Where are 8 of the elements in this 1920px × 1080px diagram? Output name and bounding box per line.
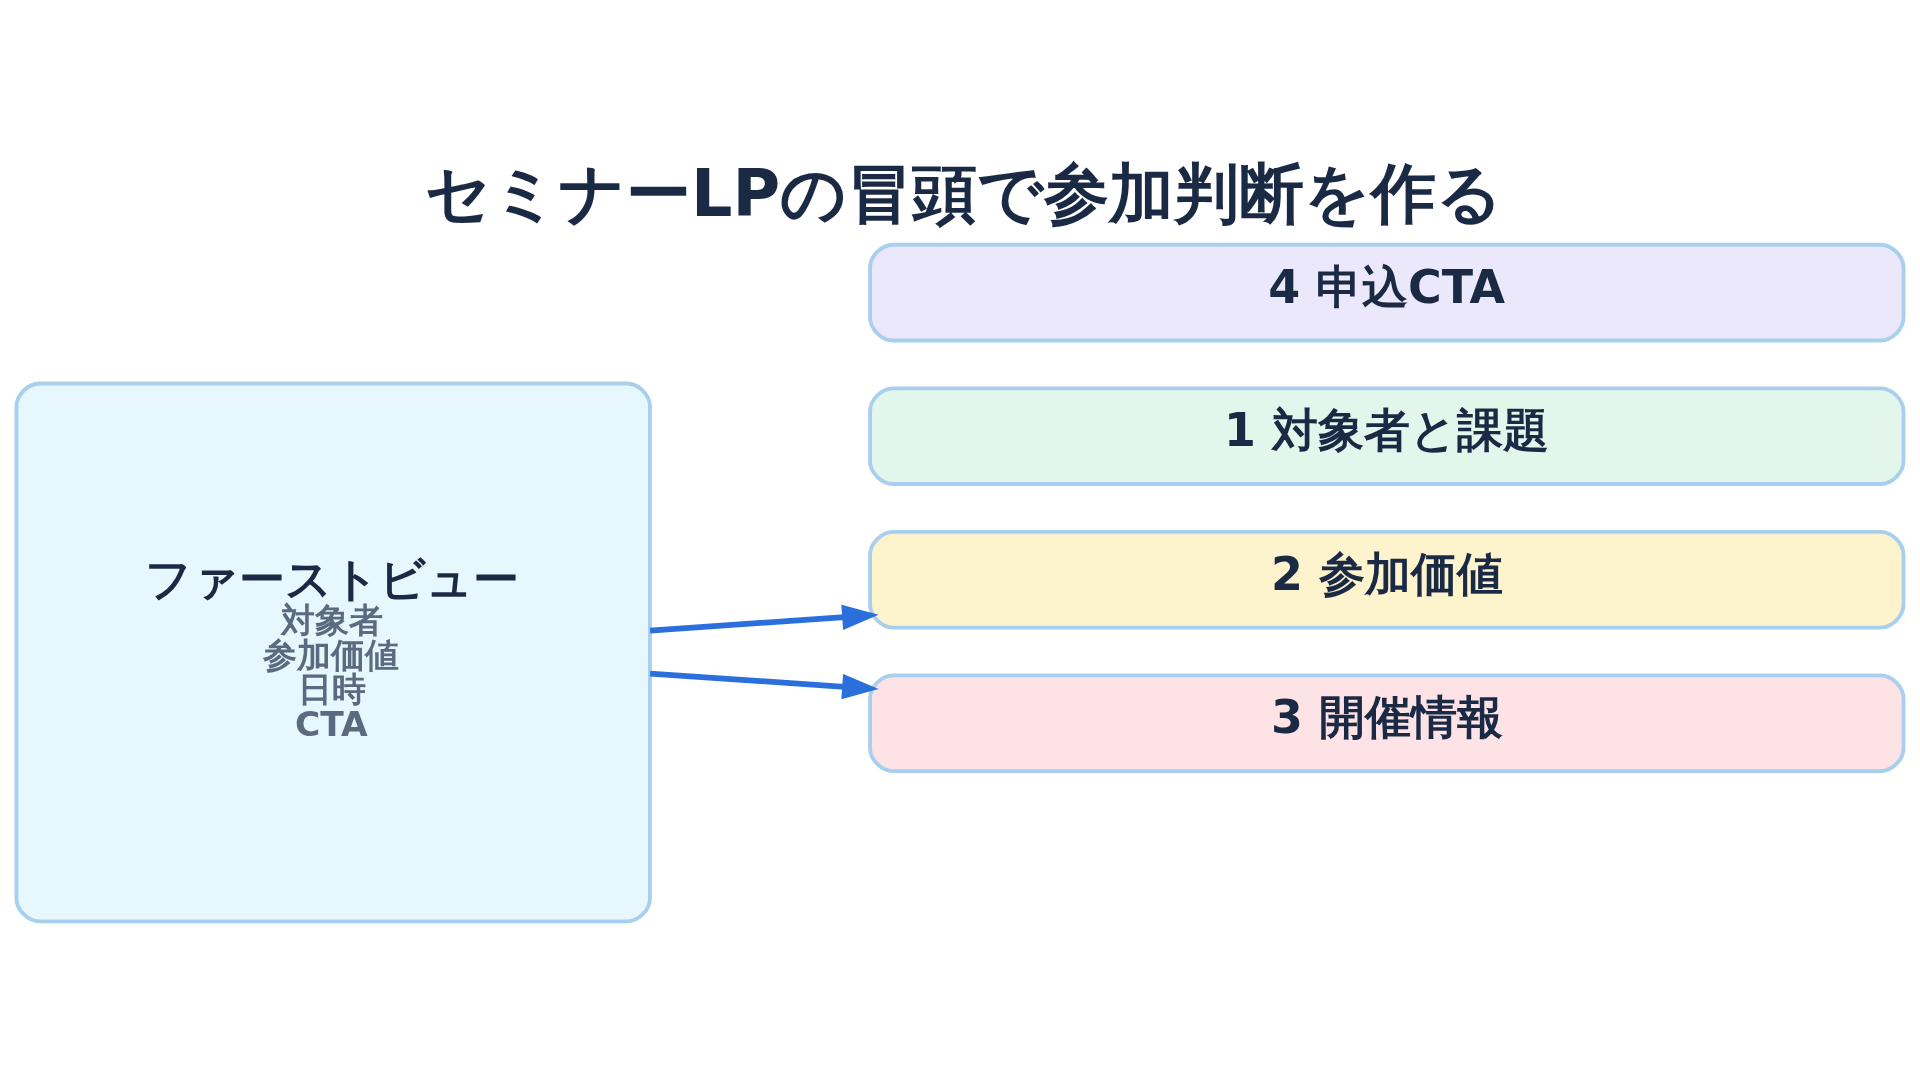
node-box: ファーストビュー 対象者 参加価値 日時 CTA xyxy=(14,381,652,924)
node-box: 1 対象者と課題 xyxy=(868,386,1906,486)
node-box: 3 開催情報 xyxy=(868,673,1906,773)
diagram-title: セミナーLPの冒頭で参加判断を作る xyxy=(425,156,1504,232)
node-box: 4 申込CTA xyxy=(868,242,1906,343)
arrow xyxy=(649,604,879,634)
arrow xyxy=(649,670,879,700)
node-box: 2 参加価値 xyxy=(868,529,1906,630)
